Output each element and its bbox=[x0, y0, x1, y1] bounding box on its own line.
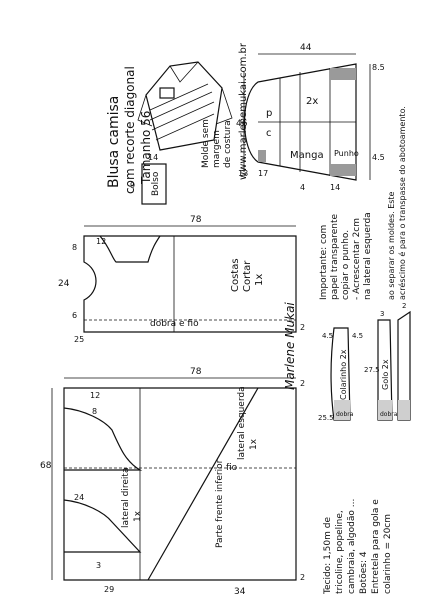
back-dim-8: 8 bbox=[72, 243, 77, 252]
sleeve-dim-4: 4 bbox=[300, 183, 305, 192]
note-line-3: copiar o punho. bbox=[341, 230, 351, 300]
sleeve-dim-46: 46 bbox=[236, 119, 248, 129]
sleeve-letter-p: p bbox=[266, 108, 272, 119]
sleeve-dim-45: 4.5 bbox=[372, 153, 385, 162]
website: www.marlenemukai.com.br bbox=[238, 42, 249, 180]
front-left-count: 1x bbox=[133, 510, 143, 522]
sleeve-dim-13: 13 bbox=[238, 169, 248, 178]
material-4: Botões: 4 bbox=[359, 551, 369, 594]
signature: Marlene Mukai bbox=[283, 302, 297, 390]
note-line-6: ao separar os moldes. Este bbox=[387, 191, 396, 300]
model-note-3: de costura bbox=[223, 120, 233, 168]
model-note-2: margem bbox=[212, 130, 222, 168]
sleeve-dim-44: 44 bbox=[300, 43, 312, 53]
pocket-piece: Bolso 14 9 bbox=[130, 153, 167, 205]
pocket-dim-h: 9 bbox=[130, 181, 135, 190]
collar-dim-2: 3 bbox=[380, 310, 384, 318]
back-dim-25: 25 bbox=[74, 335, 84, 344]
front-dim-68: 68 bbox=[40, 461, 52, 471]
collar-band-side: dobra bbox=[336, 411, 354, 418]
front-dim-78: 78 bbox=[190, 367, 202, 377]
sleeve-piece: Manga 2x p c Punho 44 8.5 46 17 13 14 4.… bbox=[236, 43, 385, 192]
sleeve-label: Manga bbox=[290, 150, 324, 161]
note-line-5: na lateral esquerda bbox=[363, 212, 373, 300]
collar-label: Golo 2x bbox=[381, 359, 390, 390]
sleeve-dim-14: 14 bbox=[330, 183, 340, 192]
collar-band-dim-1: 4.5 bbox=[322, 332, 333, 340]
front-lower-label: Parte frente inferior bbox=[215, 459, 225, 548]
collar-dim-1: 27.5 bbox=[364, 366, 380, 374]
sleeve-count: 2x bbox=[306, 96, 318, 107]
front-dim-2b: 2 bbox=[300, 573, 305, 582]
cuff-label: Punho bbox=[334, 149, 359, 158]
material-5: Entretela para gola e bbox=[371, 499, 381, 594]
pocket-label: Bolso bbox=[151, 171, 161, 196]
materials-notes: Tecido: 1,50m de tricoline, popeline, ca… bbox=[323, 499, 393, 595]
collar-piece: Golo 2x dobra 27.5 3 2 bbox=[364, 302, 411, 421]
back-dim-12: 12 bbox=[96, 237, 106, 246]
back-count: 1x bbox=[254, 274, 265, 286]
model-note-1: Molde sem bbox=[201, 119, 211, 168]
sleeve-letter-c: c bbox=[266, 128, 272, 139]
shirt-sketch-icon bbox=[137, 61, 233, 151]
material-6: colarinho = 20cm bbox=[383, 514, 393, 594]
front-dim-24: 24 bbox=[74, 493, 84, 502]
note-line-7: acréscimo é para o transpasse do abotoam… bbox=[397, 106, 407, 300]
front-piece: 78 68 34 24 29 12 8 3 2 2 lateral esquer… bbox=[40, 367, 305, 597]
sleeve-dim-17: 17 bbox=[258, 169, 268, 178]
back-fold: dobra e fio bbox=[150, 319, 199, 329]
front-grain: fio bbox=[226, 463, 238, 473]
front-dim-34: 34 bbox=[234, 587, 246, 597]
back-dim-6: 6 bbox=[72, 311, 77, 320]
important-notes-2: ao separar os moldes. Este acréscimo é p… bbox=[387, 106, 407, 300]
front-left-label: lateral direita bbox=[121, 468, 131, 528]
front-dim-12: 12 bbox=[90, 391, 100, 400]
collar-band-label: Colarinho 2x bbox=[339, 349, 348, 400]
collar-side: dobra bbox=[380, 411, 398, 418]
front-right-label: lateral esquerda bbox=[237, 386, 247, 460]
front-dim-2a: 2 bbox=[300, 379, 305, 388]
back-label: Costas bbox=[230, 258, 241, 292]
front-dim-8: 8 bbox=[92, 407, 97, 416]
back-dim-2: 2 bbox=[300, 323, 305, 332]
sleeve-dim-85: 8.5 bbox=[372, 63, 385, 72]
collar-band-dim-3: 4.5 bbox=[352, 332, 363, 340]
material-2: tricoline, popeline, bbox=[335, 510, 345, 594]
note-line-2: papel transparente bbox=[330, 214, 340, 300]
material-3: cambraia, algodão ... bbox=[347, 499, 357, 594]
important-notes: Importante: com papel transparente copia… bbox=[319, 212, 373, 300]
front-dim-3: 3 bbox=[96, 561, 101, 570]
material-1: Tecido: 1,50m de bbox=[323, 517, 333, 595]
collar-dim-3: 2 bbox=[402, 302, 406, 310]
collar-band-piece: Colarinho 2x dobra 4.5 25.5 4.5 bbox=[318, 327, 363, 422]
back-piece: 78 24 12 8 6 25 2 Costas Cortar 1x dobra… bbox=[58, 215, 305, 344]
note-line-4: - Acrescentar 2cm bbox=[352, 218, 362, 300]
back-sub: Cortar bbox=[242, 260, 253, 292]
title-line-1: Blusa camisa bbox=[106, 96, 122, 188]
pocket-dim-w: 14 bbox=[148, 153, 158, 162]
front-right-count: 1x bbox=[249, 438, 259, 450]
front-dim-29: 29 bbox=[104, 585, 114, 594]
title-line-2: com recorte diagonal bbox=[123, 66, 137, 194]
back-dim-24: 24 bbox=[58, 279, 70, 289]
note-line-1: Importante: com bbox=[319, 225, 329, 300]
collar-band-dim-2: 25.5 bbox=[318, 414, 334, 422]
back-dim-78: 78 bbox=[190, 215, 202, 225]
